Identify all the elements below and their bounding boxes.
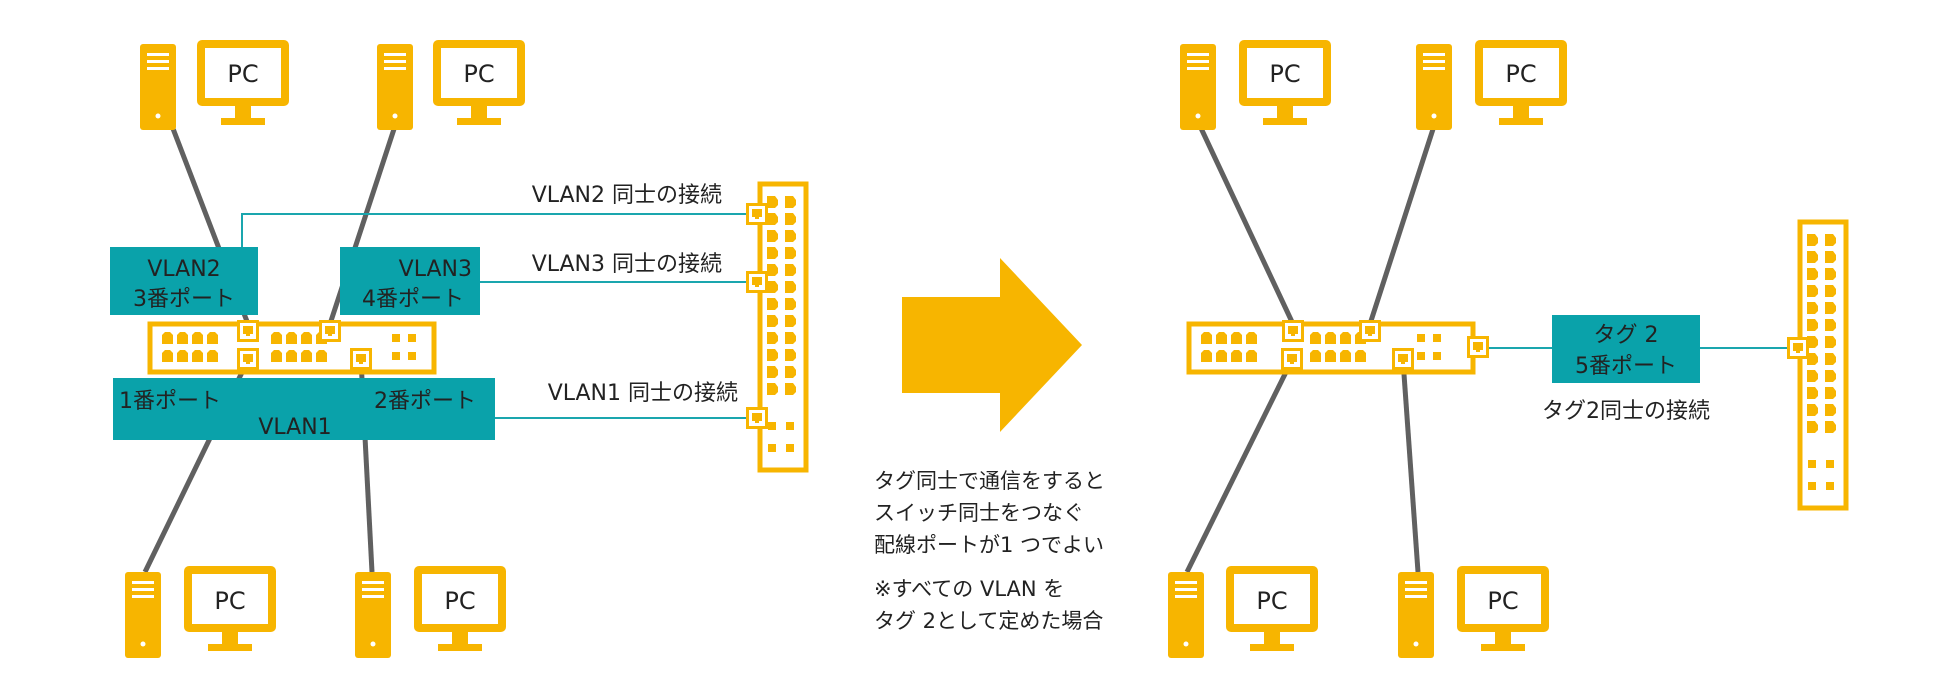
pc-label: PC xyxy=(214,587,245,615)
vlan3-box-port: 4番ポート xyxy=(362,287,464,312)
vswitch-port-vlan2 xyxy=(746,203,768,225)
right-switch-port-b xyxy=(1359,320,1381,342)
right-pc-bottom-2: PC xyxy=(1398,566,1549,658)
left-pc-top-2: PC xyxy=(377,40,525,130)
conn-vlan3-label: VLAN3 同士の接続 xyxy=(532,252,722,277)
vlan2-box-port: 3番ポート xyxy=(133,287,235,312)
left-pc-bottom-1: PC xyxy=(125,566,276,658)
tower-icon xyxy=(1416,44,1452,130)
left-pc-top-1: PC xyxy=(140,40,289,130)
right-switch-port-c xyxy=(1281,348,1303,370)
vswitch-port-vlan3 xyxy=(746,271,768,293)
vlan1-box: 1番ポート 2番ポート VLAN1 xyxy=(113,378,495,440)
pc-label: PC xyxy=(1256,587,1287,615)
left-switch xyxy=(147,320,437,375)
right-pc-bottom-1: PC xyxy=(1168,566,1318,658)
middle-line2: スイッチ同士をつなぐ xyxy=(874,501,1084,525)
vswitch-port-vlan1 xyxy=(746,407,768,429)
right-vswitch-port-tag2 xyxy=(1787,337,1809,359)
pc-label: PC xyxy=(1505,60,1536,88)
right-pc-top-1: PC xyxy=(1180,40,1331,130)
tower-icon xyxy=(140,44,176,130)
tower-icon xyxy=(1180,44,1216,130)
vlan1-box-name: VLAN1 xyxy=(258,415,331,440)
middle-line1: タグ同士で通信をすると xyxy=(874,469,1105,493)
tower-icon xyxy=(1398,572,1434,658)
pc-label: PC xyxy=(227,60,258,88)
pc-label: PC xyxy=(463,60,494,88)
tower-icon xyxy=(125,572,161,658)
vlan3-box-title: VLAN3 xyxy=(399,257,472,282)
right-cables xyxy=(1184,124,1437,574)
middle-note2: タグ 2として定めた場合 xyxy=(874,609,1103,633)
tower-icon xyxy=(377,44,413,130)
vlan1-box-port2: 2番ポート xyxy=(374,389,476,414)
right-switch xyxy=(1186,320,1489,375)
left-switch-port4 xyxy=(319,320,341,342)
right-switch-port5 xyxy=(1467,336,1489,358)
pc-label: PC xyxy=(1269,60,1300,88)
right-switch-port-a xyxy=(1282,320,1304,342)
left-switch-port1 xyxy=(237,348,259,370)
vlan2-box-title: VLAN2 xyxy=(147,257,220,282)
conn-vlan2-label: VLAN2 同士の接続 xyxy=(532,183,722,208)
left-pc-bottom-2: PC xyxy=(355,566,506,658)
tag-box-port: 5番ポート xyxy=(1575,354,1677,379)
vlan3-box: VLAN3 4番ポート xyxy=(340,247,480,315)
middle-note1: ※すべての VLAN を xyxy=(874,577,1064,601)
middle-explanation: タグ同士で通信をすると スイッチ同士をつなぐ 配線ポートが1 つでよい ※すべて… xyxy=(874,469,1105,633)
cable-rpc4 xyxy=(1400,359,1421,573)
left-switch-port2 xyxy=(350,348,372,370)
right-pc-top-2: PC xyxy=(1416,40,1567,130)
vlan2-link-line xyxy=(241,213,758,247)
middle-line3: 配線ポートが1 つでよい xyxy=(874,533,1104,557)
left-switch-port3 xyxy=(237,320,259,342)
vlan1-box-port1: 1番ポート xyxy=(119,389,221,414)
cable-rpc2 xyxy=(1367,125,1437,325)
right-vertical-switch xyxy=(1787,219,1849,511)
conn-tag-label: タグ2同士の接続 xyxy=(1542,399,1710,424)
tag-box: タグ 2 5番ポート xyxy=(1552,315,1700,383)
pc-label: PC xyxy=(1487,587,1518,615)
cable-rpc1 xyxy=(1197,124,1296,326)
arrow-right-icon xyxy=(902,258,1082,432)
left-vertical-switch xyxy=(746,181,809,473)
left-vlan-links xyxy=(241,213,758,419)
tower-icon xyxy=(1168,572,1204,658)
cable-rpc3 xyxy=(1184,358,1295,574)
vlan2-box: VLAN2 3番ポート xyxy=(110,247,258,315)
right-switch-port-d xyxy=(1392,348,1414,370)
tower-icon xyxy=(355,572,391,658)
conn-vlan1-label: VLAN1 同士の接続 xyxy=(548,381,738,406)
tag-box-title: タグ 2 xyxy=(1594,323,1659,348)
pc-label: PC xyxy=(444,587,475,615)
